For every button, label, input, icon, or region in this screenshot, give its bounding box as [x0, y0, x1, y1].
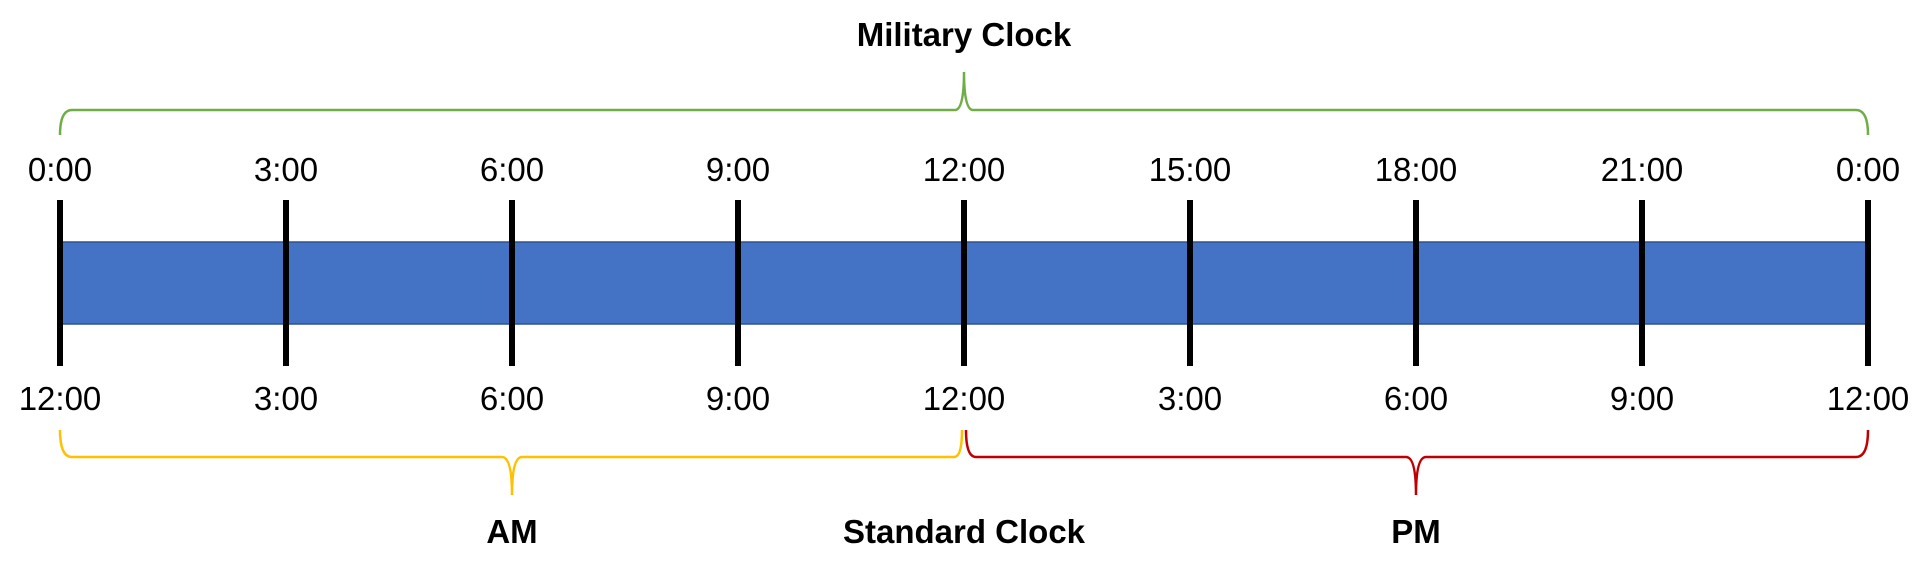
military-time-label: 9:00 [706, 151, 770, 188]
pm-label: PM [1391, 513, 1441, 550]
tick-group [57, 200, 1871, 366]
military-time-label: 12:00 [923, 151, 1006, 188]
standard-time-label: 6:00 [1384, 380, 1448, 417]
military-clock-title: Military Clock [857, 16, 1072, 53]
standard-time-label: 12:00 [19, 380, 102, 417]
military-time-label: 0:00 [1836, 151, 1900, 188]
standard-time-label: 6:00 [480, 380, 544, 417]
military-clock-brace [58, 71, 1870, 136]
standard-time-label: 9:00 [706, 380, 770, 417]
standard-label-group: 12:00 3:00 6:00 9:00 12:00 3:00 6:00 9:00 12:00 [19, 380, 1910, 417]
military-time-label: 3:00 [254, 151, 318, 188]
standard-time-label: 12:00 [1827, 380, 1910, 417]
pm-brace [964, 429, 1870, 496]
military-time-label: 0:00 [28, 151, 92, 188]
standard-time-label: 9:00 [1610, 380, 1674, 417]
standard-time-label: 12:00 [923, 380, 1006, 417]
military-time-label: 15:00 [1149, 151, 1232, 188]
military-label-group: 0:00 3:00 6:00 9:00 12:00 15:00 18:00 21:00 0:00 [28, 151, 1900, 188]
military-time-label: 21:00 [1601, 151, 1684, 188]
standard-time-label: 3:00 [254, 380, 318, 417]
standard-time-label: 3:00 [1158, 380, 1222, 417]
standard-clock-title: Standard Clock [843, 513, 1086, 550]
military-time-label: 6:00 [480, 151, 544, 188]
military-time-label: 18:00 [1375, 151, 1458, 188]
am-brace [58, 429, 964, 496]
am-label: AM [486, 513, 537, 550]
